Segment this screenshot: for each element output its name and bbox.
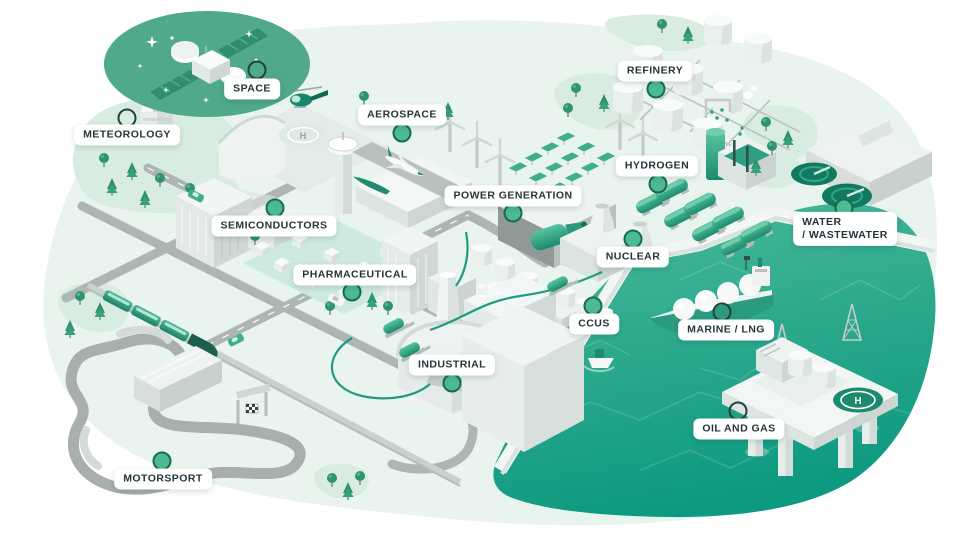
- marker-aerospace[interactable]: [392, 123, 412, 143]
- marker-space[interactable]: [247, 60, 267, 80]
- marker-hydrogen[interactable]: [648, 174, 668, 194]
- label-hydrogen[interactable]: HYDROGEN: [615, 155, 699, 177]
- label-water-wastewater[interactable]: WATER / WASTEWATER: [793, 211, 897, 247]
- checkered-flag-icon: [245, 403, 259, 414]
- label-space[interactable]: SPACE: [224, 78, 280, 100]
- label-semiconductors[interactable]: SEMICONDUCTORS: [211, 215, 337, 237]
- pipelines: [330, 231, 603, 400]
- start-gantry: [236, 383, 271, 424]
- train-icon: [102, 290, 218, 359]
- label-oil-and-gas[interactable]: OIL AND GAS: [693, 418, 785, 440]
- label-ccus[interactable]: CCUS: [569, 313, 619, 335]
- platform-helipad-letter: H: [854, 396, 861, 407]
- label-refinery[interactable]: REFINERY: [617, 60, 693, 82]
- label-marine-lng[interactable]: MARINE / LNG: [678, 319, 774, 341]
- label-industrial[interactable]: INDUSTRIAL: [408, 354, 496, 376]
- marker-industrial[interactable]: [442, 373, 462, 393]
- marker-refinery[interactable]: [646, 79, 666, 99]
- label-aerospace[interactable]: AEROSPACE: [358, 104, 446, 126]
- gas-turbine-icon: [530, 221, 588, 251]
- tugboat-icon: [583, 349, 615, 372]
- vehicles: [187, 189, 580, 363]
- label-nuclear[interactable]: NUCLEAR: [596, 246, 670, 268]
- grandstand: [134, 346, 222, 412]
- label-meteorology[interactable]: METEOROLOGY: [74, 124, 180, 146]
- water-treatment: [791, 120, 932, 209]
- hydrogen-plant: [704, 85, 776, 190]
- satellite-icon: [150, 28, 268, 100]
- label-pharmaceutical[interactable]: PHARMACEUTICAL: [293, 264, 417, 286]
- helipad-letter: H: [300, 131, 307, 141]
- label-motorsport[interactable]: MOTORSPORT: [114, 468, 212, 490]
- airport: H: [214, 104, 480, 228]
- airplane-icon-2: [353, 176, 391, 195]
- label-power-generation[interactable]: POWER GENERATION: [444, 185, 582, 207]
